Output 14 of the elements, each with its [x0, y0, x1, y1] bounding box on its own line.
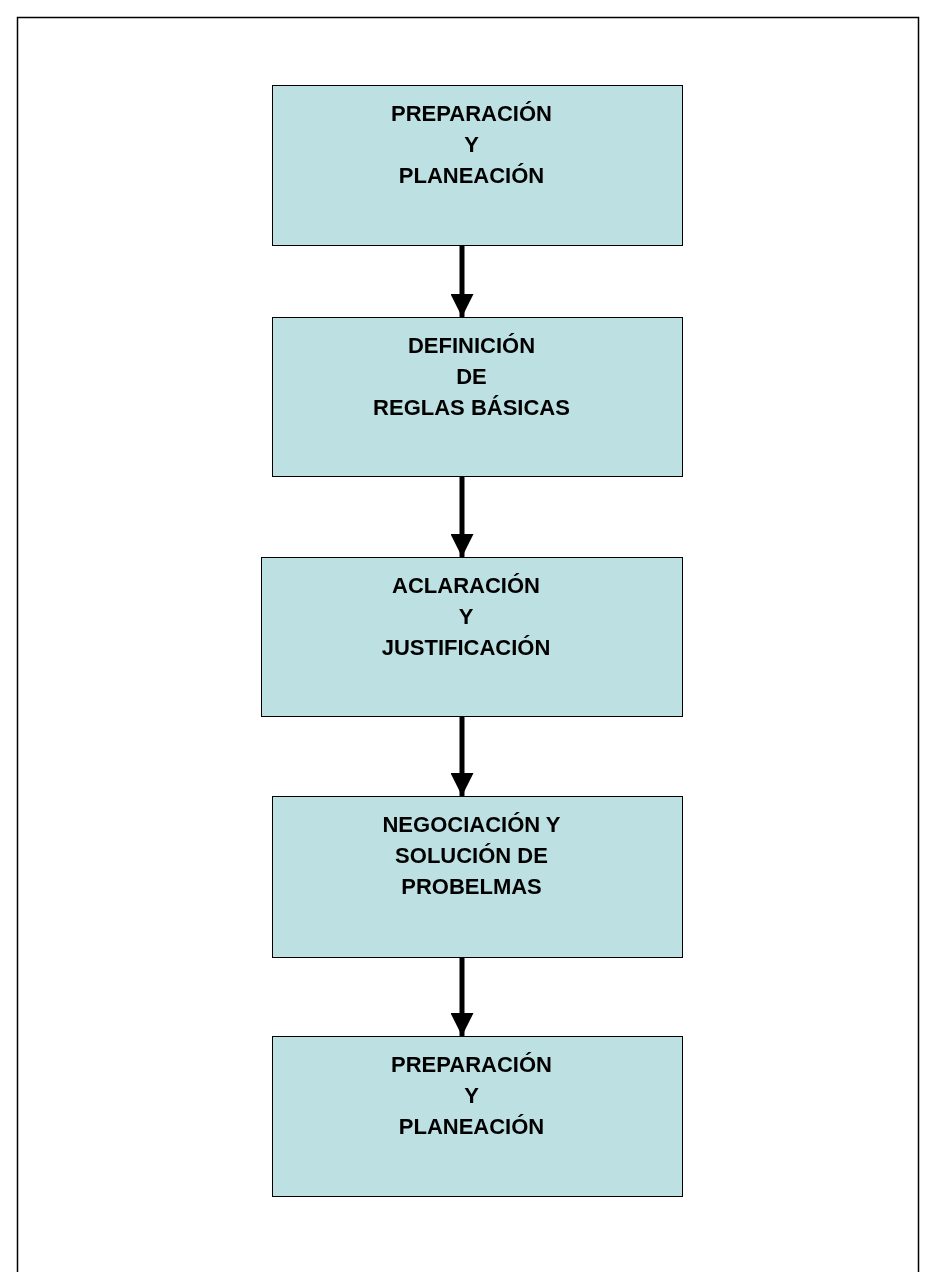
arrow	[450, 246, 474, 317]
process-box	[272, 796, 683, 958]
process-box	[272, 85, 683, 246]
process-box	[272, 1036, 683, 1197]
arrow	[450, 477, 474, 557]
step-label: PREPARACIÓN Y PLANEACIÓN	[390, 100, 553, 190]
arrow	[450, 717, 474, 796]
step-label: NEGOCIACIÓN Y SOLUCIÓN DE PROBELMAS	[381, 811, 562, 901]
arrow	[450, 958, 474, 1036]
step-label: ACLARACIÓN Y JUSTIFICACIÓN	[380, 572, 552, 662]
step-label: PREPARACIÓN Y PLANEACIÓN	[390, 1051, 553, 1141]
process-box	[261, 557, 683, 717]
process-box	[272, 317, 683, 477]
step-label: DEFINICIÓN DE REGLAS BÁSICAS	[372, 332, 571, 422]
